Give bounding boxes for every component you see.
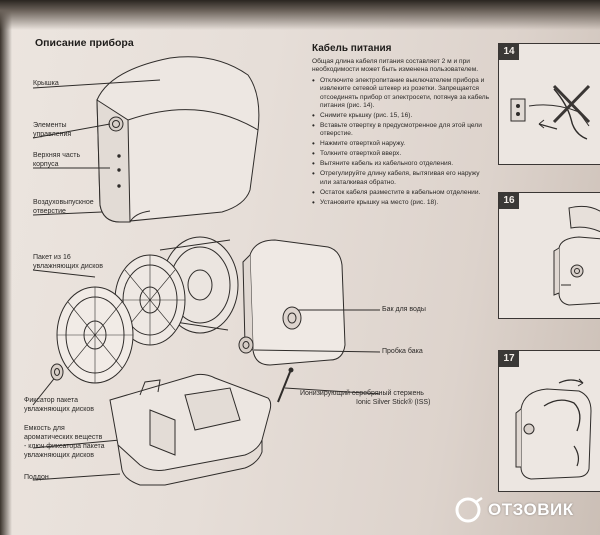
step-item: Толкните отверткой вверх. [312,150,492,159]
step-item: Снимите крышку (рис. 15, 16). [312,112,492,121]
label-controls-1: Элементы [33,122,67,129]
step-item: Остаток кабеля разместите в кабельном от… [312,189,492,198]
label-water-tank: Бак для воды [382,306,426,313]
figure-16: 16 [498,192,600,319]
label-disc-pack-1: Пакет из 16 [33,254,71,261]
label-tank-container-4: увлажняющих дисков [24,452,94,459]
label-housing-top-2: корпуса [33,161,59,168]
tank-window [282,306,302,330]
label-air-outlet-1: Воздуховыпускное [33,199,94,206]
step-item: Отрегулируйте длину кабеля, вытягивая ег… [312,170,492,187]
label-disc-lock-2: увлажняющих дисков [24,406,94,413]
section-title: Описание прибора [35,37,134,49]
step-item: Отключите электропитание выключателем пр… [312,77,492,111]
power-cable-title: Кабель питания [312,43,392,54]
base-tray [109,373,272,471]
label-tank-container-1: Емкость для [24,425,65,432]
silver-stick [277,371,291,403]
label-disc-lock-1: Фиксатор пакета [24,397,78,404]
step-item: Установите крышку на место (рис. 18). [312,199,492,208]
control-knob [108,116,124,132]
page-edge-shadow [0,0,12,535]
watermark-text: ОТЗОВИК [488,500,574,519]
label-tank-plug: Пробка бака [382,348,423,355]
label-disc-pack-2: увлажняющих дисков [33,263,103,270]
step-item: Вытяните кабель из кабельного отделения. [312,160,492,169]
label-housing-top-1: Верхняя часть [33,152,81,159]
figure-17-number: 17 [499,351,519,367]
power-cable-intro: Общая длина кабеля питания составляет 2 … [312,58,479,74]
watermark-logo [455,496,483,523]
figure-16-drawing [553,205,600,306]
power-cable-steps: Отключите электропитание выключателем пр… [312,77,492,208]
label-tray: Поддон [24,474,49,481]
label-silver-stick-1: Ионизирующий серебряный стержень [300,390,424,397]
label-controls-2: управления [33,131,72,138]
figure-16-number: 16 [499,193,519,209]
figure-17: 17 [498,350,600,492]
figure-17-drawing [515,378,592,480]
step-item: Нажмите отверткой наружу. [312,140,492,149]
top-edge-shadow [0,0,600,30]
label-lid: Крышка [33,80,59,87]
water-tank [249,239,346,366]
step-item: Вставьте отвертку в предусмотренное для … [312,122,492,139]
figure-14: 14 [498,43,600,165]
label-silver-stick-2: Ionic Silver Stick® (ISS) [356,399,431,406]
humidifier-front [96,99,131,223]
figure-14-drawing [510,84,591,140]
disc-lock [50,363,64,381]
figure-14-number: 14 [499,44,519,60]
label-tank-container-2: ароматических веществ [24,434,103,441]
power-cable-text: Общая длина кабеля питания составляет 2 … [312,58,492,209]
label-tank-container-3: - ключ фиксатора пакета [24,443,105,450]
label-air-outlet-2: отверстие [33,208,66,215]
tank-plug [238,336,254,354]
